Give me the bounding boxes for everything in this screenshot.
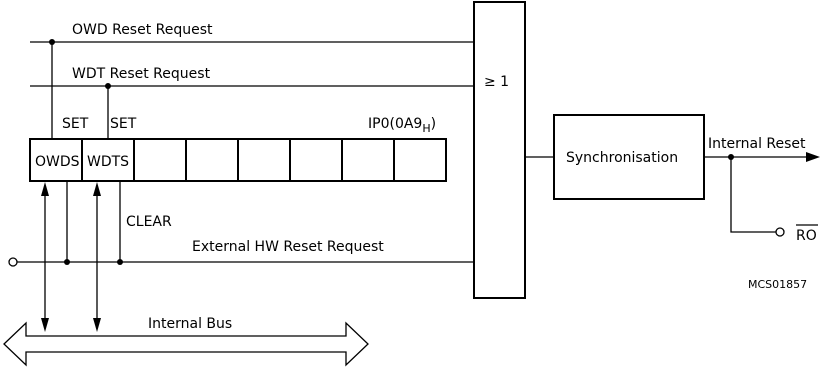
register-bit-cell — [341, 138, 395, 182]
internal-reset-arrowhead — [806, 152, 820, 162]
or-gate-label: ≥ 1 — [484, 74, 509, 90]
ro-output-pin — [775, 227, 785, 237]
owd-reset-request-label: OWD Reset Request — [72, 22, 213, 38]
register-bit-cell — [393, 138, 447, 182]
owds-bus-connection — [41, 182, 49, 332]
owds-set-label: SET — [62, 116, 89, 132]
register-bit-cell — [289, 138, 343, 182]
wdts-set-label: SET — [110, 116, 137, 132]
owds-cell-label: OWDS — [35, 154, 80, 170]
ip0-register: OWDS WDTS — [29, 138, 447, 182]
figure-code: MCS01857 — [748, 278, 807, 291]
register-name: IP0(0A9H) — [368, 116, 436, 135]
wdts-cell-label: WDTS — [87, 154, 129, 170]
synchronisation-label: Synchronisation — [566, 150, 678, 166]
ro-output-line — [730, 157, 776, 233]
ro-output-label: RO — [796, 228, 817, 244]
register-bit-cell — [237, 138, 291, 182]
wdt-reset-request-label: WDT Reset Request — [72, 66, 211, 82]
wdts-bus-connection — [93, 182, 101, 332]
owds-cell — [29, 138, 83, 182]
internal-reset-label: Internal Reset — [708, 136, 806, 152]
internal-bus-arrow — [3, 321, 369, 367]
register-bit-cell — [185, 138, 239, 182]
external-hw-reset-request-label: External HW Reset Request — [192, 239, 384, 255]
wdts-clear-junction-dot — [117, 259, 123, 265]
register-bit-cell — [133, 138, 187, 182]
wdts-cell — [81, 138, 135, 182]
internal-bus-label: Internal Bus — [148, 316, 232, 332]
or-gate-block — [473, 1, 526, 299]
owds-clear-junction-dot — [64, 259, 70, 265]
clear-label: CLEAR — [126, 214, 172, 230]
external-reset-input-pin — [8, 257, 18, 267]
synchronisation-block — [553, 114, 705, 200]
